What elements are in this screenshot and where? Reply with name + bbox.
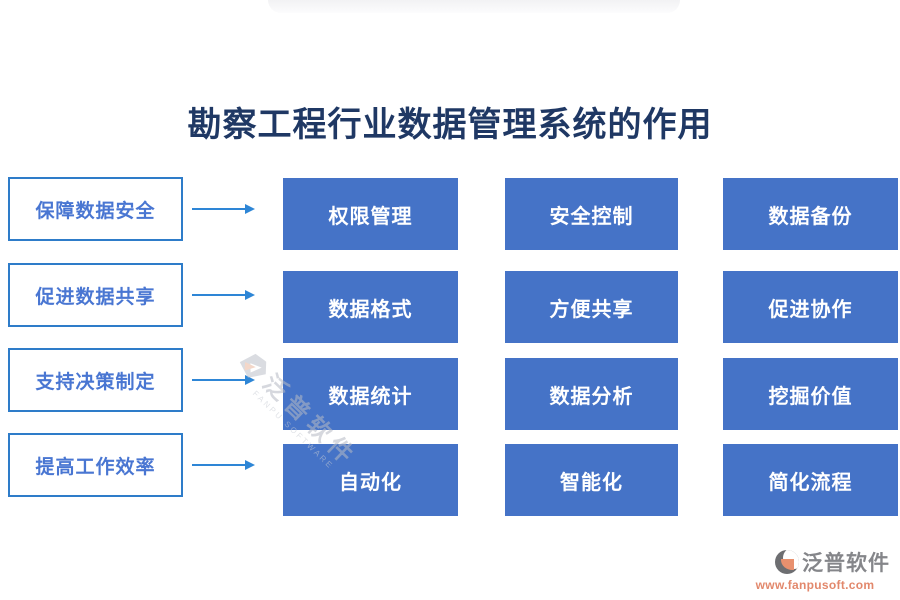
footer-brand-block: 泛普软件 www.fanpusoft.com (740, 547, 890, 592)
arrow-right-icon (192, 204, 255, 214)
left-label-decision-support: 支持决策制定 (8, 348, 183, 412)
top-edge-band (268, 0, 680, 13)
brand-name: 泛普软件 (802, 552, 890, 575)
grid-box: 数据统计 (283, 358, 458, 430)
grid-box: 自动化 (283, 444, 458, 516)
left-label-text: 促进数据共享 (35, 286, 156, 308)
grid-box: 简化流程 (723, 444, 898, 516)
grid-box: 数据分析 (505, 358, 678, 430)
left-label-data-sharing: 促进数据共享 (8, 263, 183, 327)
grid-box: 数据格式 (283, 271, 458, 343)
grid-box: 数据备份 (723, 178, 898, 250)
grid-box: 智能化 (505, 444, 678, 516)
left-label-work-efficiency: 提高工作效率 (8, 433, 183, 497)
grid-box: 权限管理 (283, 178, 458, 250)
left-label-text: 保障数据安全 (35, 200, 156, 222)
fanpu-logo-icon (775, 550, 799, 574)
arrow-right-icon (192, 290, 255, 300)
page-title: 勘察工程行业数据管理系统的作用 (187, 105, 713, 144)
arrow-right-icon (192, 460, 255, 470)
grid-box: 挖掘价值 (723, 358, 898, 430)
grid-box: 促进协作 (723, 271, 898, 343)
left-label-text: 支持决策制定 (35, 371, 156, 393)
brand-url: www.fanpusoft.com (755, 578, 875, 592)
left-label-text: 提高工作效率 (35, 456, 156, 478)
grid-box: 安全控制 (505, 178, 678, 250)
grid-box: 方便共享 (505, 271, 678, 343)
arrow-right-icon (192, 375, 255, 385)
left-label-data-security: 保障数据安全 (8, 177, 183, 241)
